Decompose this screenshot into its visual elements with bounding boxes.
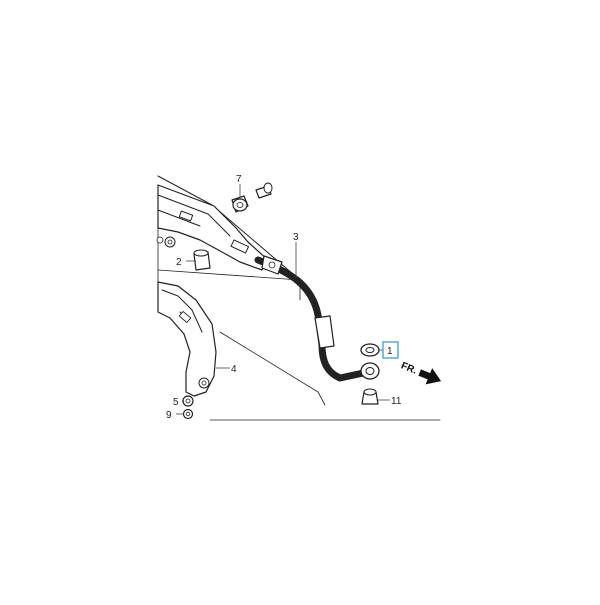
callout-5: 5: [173, 397, 179, 408]
part-5-washer: [182, 395, 194, 407]
part-2-grommet: [193, 249, 211, 271]
part-1-gasket: [360, 343, 380, 357]
callout-1: 1: [387, 346, 393, 357]
arrow-right-icon: [418, 368, 442, 385]
part-7-bolt: [231, 182, 273, 213]
callout-3: 3: [293, 232, 299, 243]
part-11-nut: [361, 388, 379, 405]
muffler-body: [156, 184, 269, 271]
highlight-box: [382, 341, 399, 359]
heat-shield-bracket: [157, 281, 217, 397]
exhaust-pipe: [254, 255, 380, 382]
muffler-slot: [178, 210, 194, 222]
callout-1-highlight: 1: [382, 341, 399, 359]
callout-7: 7: [236, 174, 242, 185]
callout-4: 4: [231, 364, 237, 375]
part-9-nut: [182, 408, 194, 420]
leader-lines: [176, 184, 390, 415]
muffler-slot: [230, 239, 250, 254]
callout-11: 11: [391, 396, 402, 407]
callout-9: 9: [166, 410, 172, 421]
callout-2: 2: [176, 257, 182, 268]
front-direction-indicator: FR.: [399, 360, 442, 385]
direction-label: FR.: [399, 360, 418, 376]
